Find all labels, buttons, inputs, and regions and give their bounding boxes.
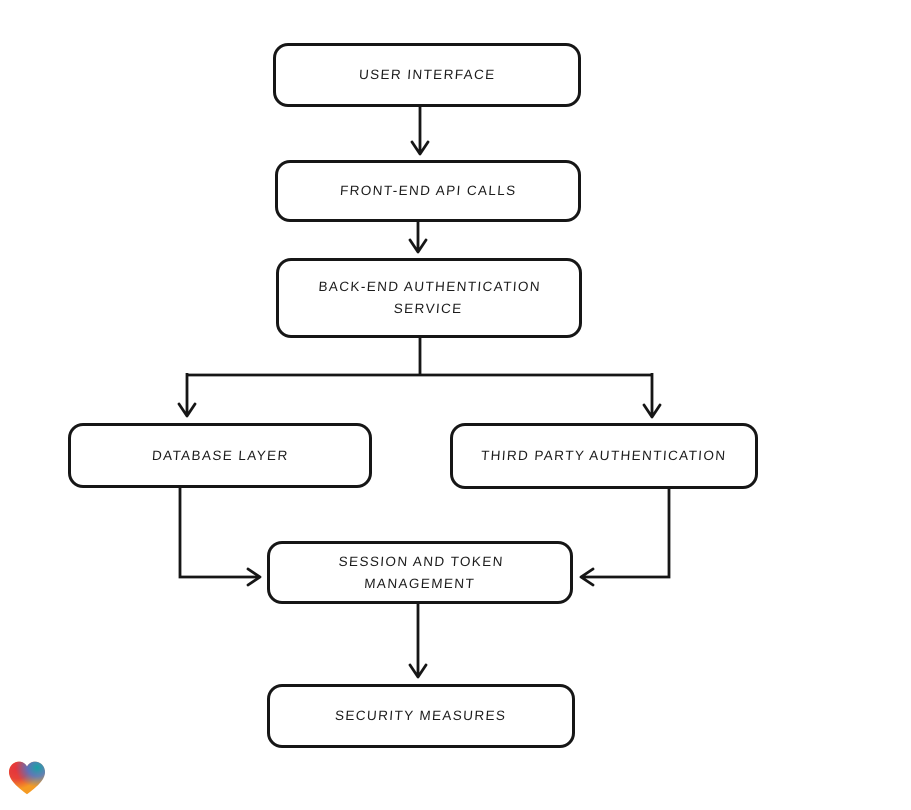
node-label: BACK-END AUTHENTICATION SERVICE (318, 279, 542, 316)
edge-backend-branch (187, 336, 652, 377)
node-label: USER INTERFACE (358, 67, 496, 83)
node-back-end-authentication-service: BACK-END AUTHENTICATION SERVICE (276, 258, 582, 338)
node-label: DATABASE LAYER (151, 447, 289, 463)
node-label: THIRD PARTY AUTHENTICATION (480, 448, 728, 464)
node-database-layer: DATABASE LAYER (68, 423, 372, 488)
node-label: FRONT-END API CALLS (339, 183, 517, 199)
node-front-end-api-calls: FRONT-END API CALLS (275, 160, 581, 222)
node-third-party-authentication: THIRD PARTY AUTHENTICATION (450, 423, 758, 489)
gradient-heart-icon[interactable] (9, 761, 45, 796)
node-session-and-token-management: SESSION AND TOKEN MANAGEMENT (267, 541, 573, 604)
edge-thirdparty-to-session (579, 487, 671, 587)
node-label: SECURITY MEASURES (334, 708, 508, 724)
edge-database-to-session (178, 486, 262, 587)
node-label: SESSION AND TOKEN MANAGEMENT (337, 553, 504, 591)
node-security-measures: SECURITY MEASURES (267, 684, 575, 748)
node-user-interface: USER INTERFACE (273, 43, 581, 107)
